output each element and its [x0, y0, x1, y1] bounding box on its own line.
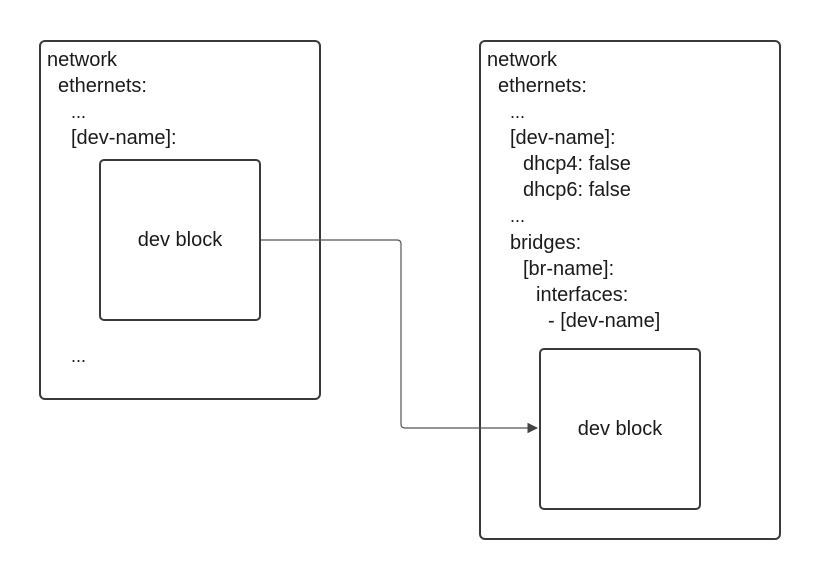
left-dev-block: dev block — [99, 159, 261, 321]
right-br-name-label: [br-name]: — [523, 258, 615, 280]
left-network-label: network — [47, 49, 118, 71]
right-dhcp4-label: dhcp4: false — [523, 153, 631, 175]
right-dev-block: dev block — [539, 348, 701, 510]
right-ethernets-ellipsis-2: ... — [510, 206, 526, 226]
right-ethernets-label: ethernets: — [498, 75, 587, 97]
right-bridges-label: bridges: — [510, 232, 582, 254]
right-interface-dev-name-label: - [dev-name] — [548, 310, 661, 332]
left-dev-name-label: [dev-name]: — [71, 127, 177, 149]
right-dev-block-label: dev block — [577, 417, 663, 440]
left-ethernets-label: ethernets: — [58, 75, 147, 97]
left-ethernets-ellipsis: ... — [71, 102, 87, 122]
right-interfaces-label: interfaces: — [536, 284, 629, 306]
left-trailing-ellipsis: ... — [71, 346, 87, 366]
right-network-label: network — [487, 49, 558, 71]
right-ethernets-ellipsis: ... — [510, 102, 526, 122]
right-dev-name-label: [dev-name]: — [510, 127, 616, 149]
left-dev-block-label: dev block — [137, 228, 223, 251]
right-dhcp6-label: dhcp6: false — [523, 179, 631, 201]
